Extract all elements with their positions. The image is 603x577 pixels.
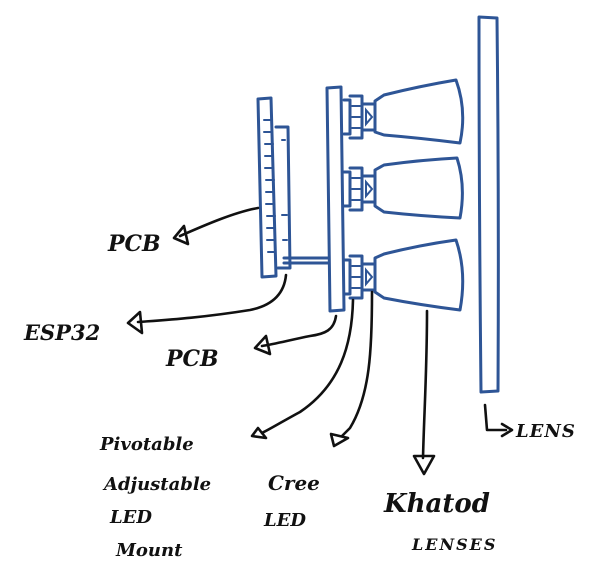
front-pcb — [325, 85, 346, 313]
cree-arrow — [329, 290, 374, 448]
label-mount-line-4: Mount — [115, 540, 183, 561]
esp32-arrow — [126, 273, 288, 335]
pcb-top-arrow — [172, 206, 260, 246]
led-mount-middle — [342, 166, 377, 212]
khatod-arrow — [412, 309, 436, 476]
esp32-module — [274, 125, 292, 270]
label-cree-line-2: LED — [263, 510, 306, 531]
label-pcb-bottom: PCB — [165, 346, 219, 372]
lens-arrow — [483, 403, 514, 438]
pcb-bottom-arrow — [253, 314, 338, 356]
mount-arrow — [250, 298, 355, 440]
label-pcb-top: PCB — [107, 231, 161, 257]
pcb-connector — [282, 256, 330, 265]
back-pcb — [256, 96, 278, 279]
label-mount-line-2: Adjustable — [102, 474, 211, 495]
led-mount-top — [342, 94, 377, 140]
outer-lens — [477, 15, 500, 394]
label-lens: LENS — [515, 421, 576, 442]
label-khatod-line-1: Khatod — [383, 489, 490, 519]
label-mount-line-3: LED — [109, 507, 152, 528]
label-esp32: ESP32 — [23, 320, 100, 345]
khatod-lens-middle — [373, 156, 464, 220]
led-mount-bottom — [342, 254, 377, 300]
label-khatod-line-2: LENSES — [411, 535, 497, 554]
khatod-lens-bottom — [373, 238, 465, 312]
khatod-lens-top — [373, 78, 465, 145]
label-mount-line-1: Pivotable — [99, 434, 194, 455]
label-cree-line-1: Cree — [268, 471, 320, 495]
